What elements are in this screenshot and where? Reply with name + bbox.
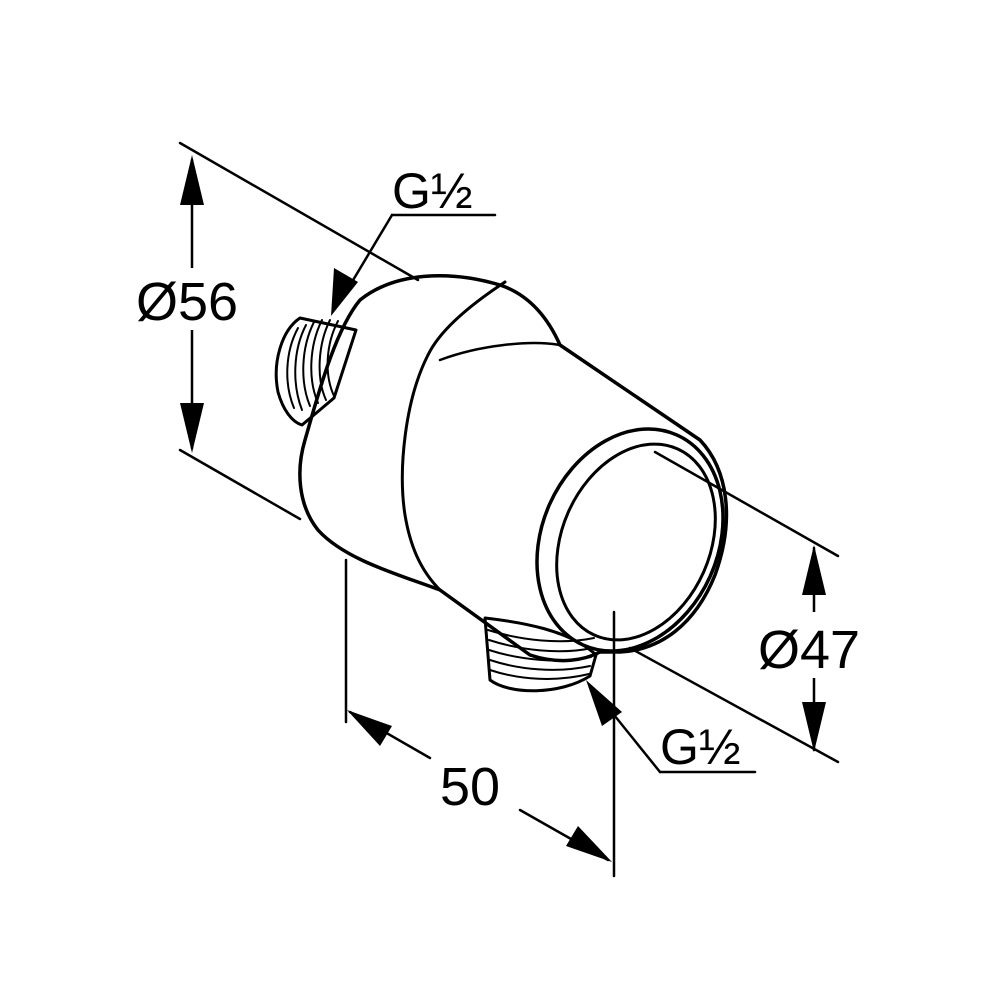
leader-arrow-bottom [586,680,622,726]
label-thread-bottom: G½ [660,719,741,775]
extension-line-top [178,141,420,282]
label-background [128,268,258,330]
arrowhead-up-right [802,545,826,595]
leader-arrow-top [331,268,358,316]
thread-bottom-leader: G½ [586,680,757,775]
wall-outlet-fitting [274,273,729,693]
arrowhead-down-right [802,702,826,752]
diameter-56-dimension: Ø56 [128,141,420,521]
arrowhead-up [180,155,204,205]
length-50-dimension: 50 [344,558,616,878]
rear-thread [274,316,358,427]
arrowhead-down [180,403,204,453]
label-diameter-47: Ø47 [758,620,860,680]
bottom-thread [483,616,598,693]
label-diameter-56: Ø56 [136,272,238,332]
outlet-face-inner [555,442,717,642]
diameter-47-dimension: Ø47 [628,450,866,764]
extension-line-bottom [178,448,302,521]
label-thread-top: G½ [392,163,473,219]
thread-top-leader: G½ [331,163,497,316]
label-background-right [756,612,866,678]
arrowhead-left [347,710,392,746]
arrowhead-right [566,826,612,862]
extension-line-top-right [653,450,840,558]
label-length-50: 50 [440,757,500,817]
extension-line-bottom-right [628,646,840,764]
